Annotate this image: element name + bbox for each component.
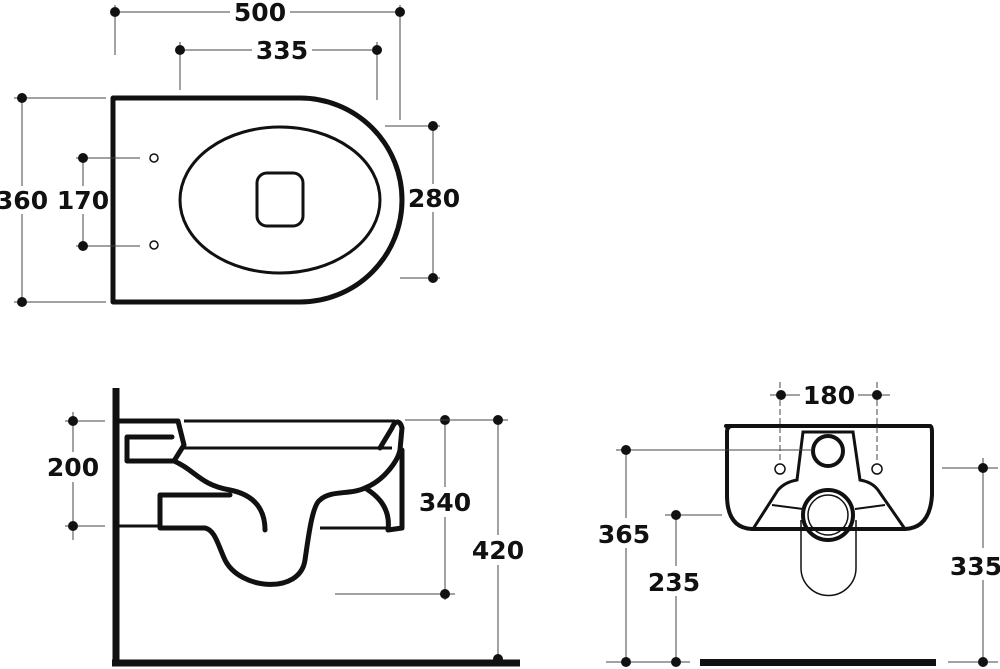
dimension-335-front: 335 [942, 458, 1000, 667]
front-view: 180 365 235 335 [596, 381, 1000, 667]
top-view: 500 335 360 170 [0, 0, 460, 307]
dimension-420: 420 [440, 415, 528, 664]
dim-label-500: 500 [234, 0, 286, 27]
fixing-hole-bottom [149, 240, 159, 250]
cistern-block [116, 418, 187, 464]
trap-profile [157, 419, 405, 587]
dim-label-200: 200 [47, 453, 99, 482]
dimension-365: 365 [596, 445, 812, 667]
dim-label-180: 180 [803, 381, 855, 410]
dim-label-235: 235 [648, 568, 700, 597]
seat-opening [178, 125, 382, 275]
dim-label-420: 420 [472, 536, 524, 565]
dimension-235: 235 [646, 510, 722, 667]
side-view: 200 340 420 [44, 388, 528, 667]
fixing-hole-right [871, 463, 883, 475]
dimension-360: 360 [0, 93, 106, 307]
bowl-profile-side [171, 458, 268, 533]
floor-line-front [700, 659, 936, 666]
dim-label-360: 360 [0, 186, 48, 215]
dim-label-335-front: 335 [950, 552, 1000, 581]
inlet-housing [751, 430, 907, 530]
dimension-500: 500 [110, 0, 405, 120]
dim-label-335-top: 335 [256, 36, 308, 65]
dimension-200: 200 [44, 412, 105, 540]
bowl-outline-front [724, 424, 934, 531]
bowl-outline-top [110, 95, 405, 305]
outlet-spigot [800, 520, 857, 597]
dim-label-365: 365 [598, 520, 650, 549]
dim-label-340: 340 [419, 488, 471, 517]
fixing-hole-top [149, 153, 159, 163]
inlet-pipe [811, 434, 845, 468]
outlet-pipe [801, 488, 855, 542]
dimension-280: 280 [385, 121, 460, 283]
dimension-340: 340 [335, 415, 475, 600]
dimension-180: 180 [770, 381, 890, 465]
fixing-hole-left [774, 463, 786, 475]
dimension-170: 170 [57, 153, 140, 251]
dimension-335-top: 335 [175, 36, 382, 100]
bowl-outlet-square [255, 171, 305, 228]
dim-label-280: 280 [408, 184, 460, 213]
dim-label-170: 170 [57, 186, 109, 215]
